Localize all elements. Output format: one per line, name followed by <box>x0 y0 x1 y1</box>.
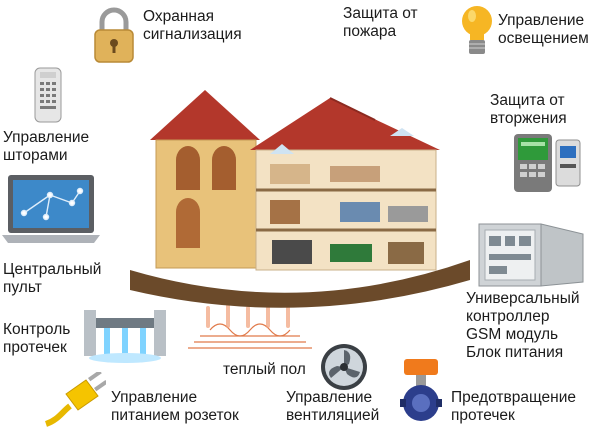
label-leak-control: Контроль протечек <box>3 321 71 356</box>
fan-icon <box>319 342 369 392</box>
label-leak-prevention: Предотвращение протечек <box>451 389 576 424</box>
heating-floor-icon <box>180 302 320 358</box>
label-curtain-control: Управление шторами <box>3 129 90 164</box>
label-intrusion-protection: Защита от вторжения <box>490 92 567 127</box>
laptop-icon <box>2 173 102 245</box>
remote-icon <box>33 66 63 124</box>
label-central-panel: Центральный пульт <box>3 261 102 296</box>
plug-icon <box>42 372 106 428</box>
label-lighting-control: Управление освещением <box>498 12 589 47</box>
label-heated-floor: теплый пол <box>223 361 306 378</box>
label-socket-power: Управление питанием розеток <box>111 389 239 424</box>
label-ventilation-control: Управление вентиляцией <box>286 389 380 424</box>
controller-box-icon <box>477 218 589 290</box>
label-universal-controller: Универсальный контроллер GSM модуль Блок… <box>466 290 580 361</box>
house-illustration <box>120 80 480 310</box>
lock-icon <box>91 5 137 65</box>
leak-sensor-icon <box>82 306 168 364</box>
valve-icon <box>396 357 446 427</box>
terminal-icon <box>512 130 584 196</box>
bulb-icon <box>459 4 495 58</box>
label-fire-protection: Защита от пожара <box>343 5 418 40</box>
label-security-alarm: Охранная сигнализация <box>143 8 242 43</box>
